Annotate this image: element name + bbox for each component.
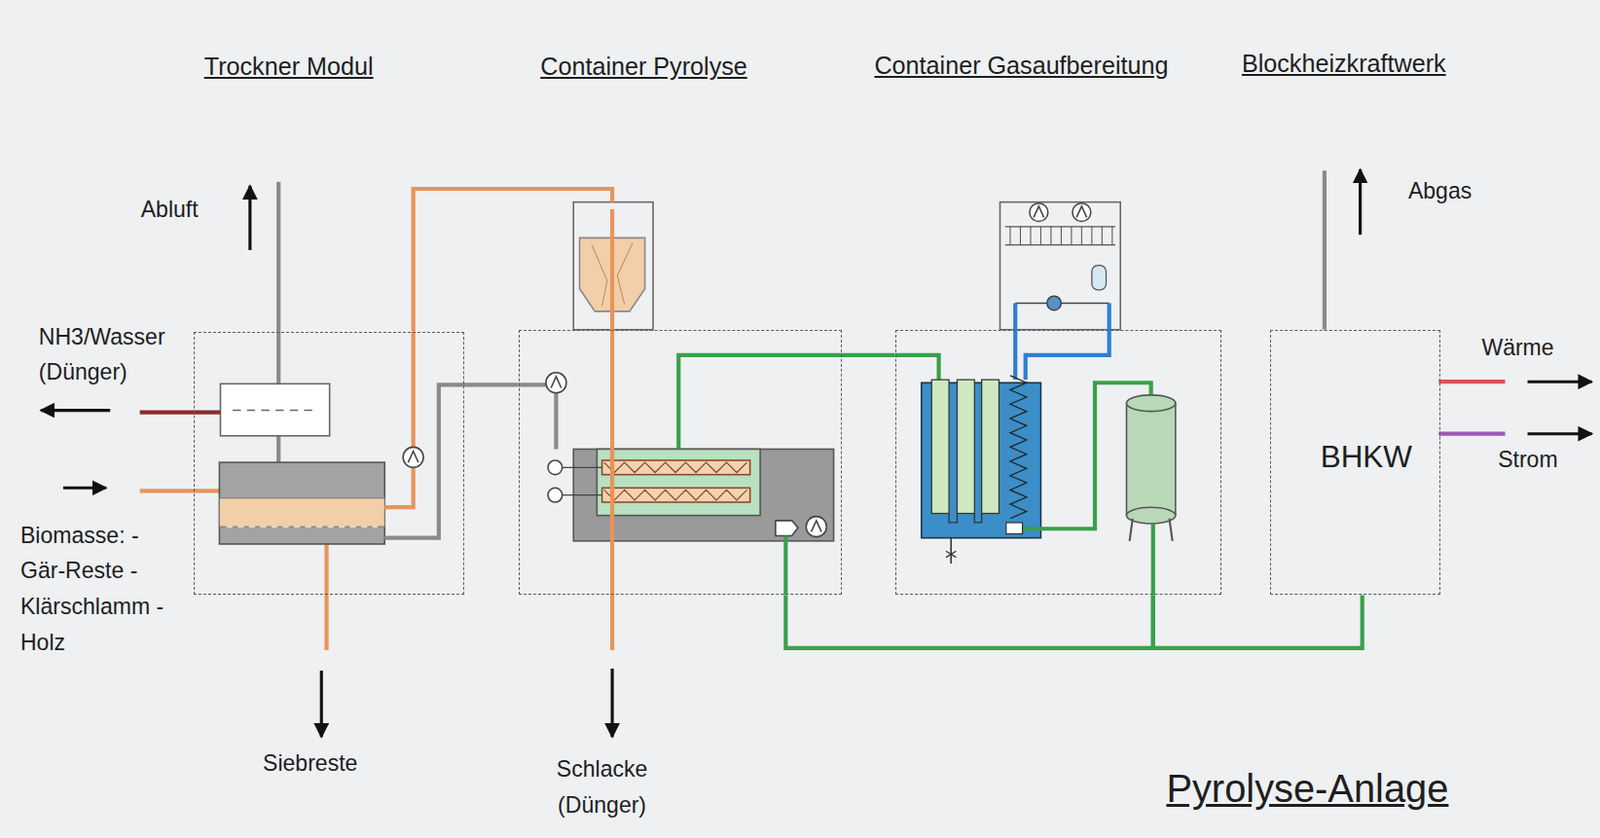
dryer <box>140 181 465 651</box>
diagram-title: Pyrolyse-Anlage <box>1165 766 1449 811</box>
container-box: BlockheizkraftwerkBHKW <box>1270 329 1441 596</box>
pipe-connector <box>413 188 613 332</box>
pipe-connector <box>785 594 1153 649</box>
chp-unit <box>1324 170 1506 435</box>
unit-label: BHKW <box>1320 438 1413 476</box>
container-box: Container Gasaufbereitung <box>895 329 1223 596</box>
container-heading: Container Gasaufbereitung <box>873 50 1168 80</box>
flow-label: NH3/Wasser (Dünger) <box>38 320 208 390</box>
flow-label: Siebreste <box>262 750 358 778</box>
flow-label: Wärme <box>1481 334 1554 363</box>
flow-label: Strom <box>1497 446 1558 474</box>
flow-label: Abgas <box>1408 178 1472 206</box>
pipe-connector <box>464 382 519 387</box>
gas-treatment <box>895 202 1176 596</box>
container-box: Trockner Modul <box>193 331 465 596</box>
container-box: Container Pyrolyse <box>518 329 842 596</box>
flow-label: Biomasse: -Gär-Reste -Klärschlamm -Holz <box>20 517 174 661</box>
container-heading: Container Pyrolyse <box>540 51 748 81</box>
pipe-connector <box>1153 594 1363 649</box>
container-heading: Blockheizkraftwerk <box>1241 48 1447 78</box>
container-heading: Trockner Modul <box>204 51 374 81</box>
flow-label: Abluft <box>141 196 199 224</box>
pyrolysis-reactor <box>518 202 842 651</box>
pipe-connector <box>841 353 896 358</box>
flow-arrows <box>40 169 1593 737</box>
flow-label: Schlacke (Dünger) <box>535 751 668 826</box>
